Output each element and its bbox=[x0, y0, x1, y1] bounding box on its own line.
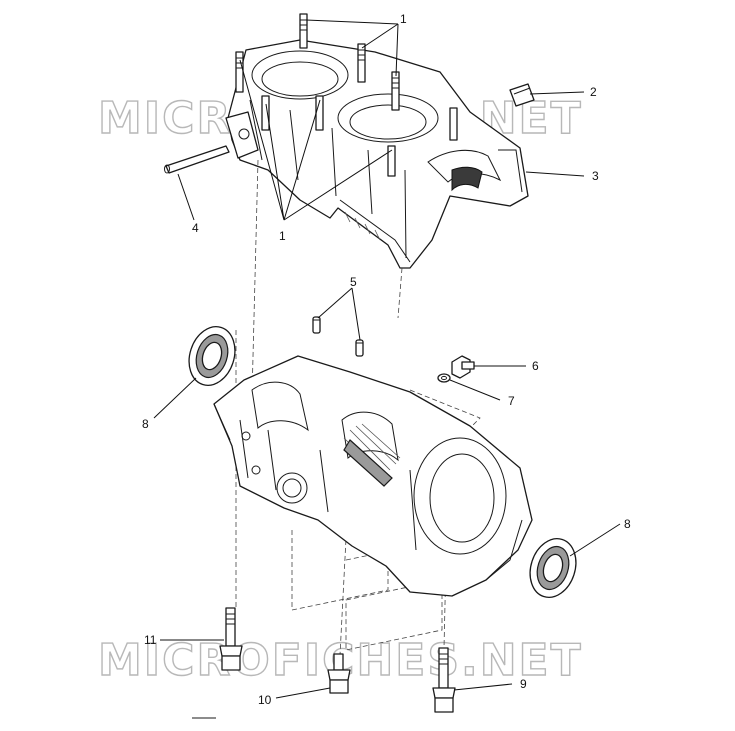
dowel-pin-icon bbox=[312, 316, 321, 334]
stud-icon bbox=[391, 71, 400, 111]
dowel-pin-icon bbox=[164, 145, 230, 174]
flange-bolt-icon bbox=[219, 607, 243, 671]
oil-seal-icon bbox=[188, 326, 236, 386]
alignment-line bbox=[397, 267, 403, 319]
upper-crankcase bbox=[225, 39, 529, 269]
callout-9: 9 bbox=[520, 677, 527, 691]
callout-8-right: 8 bbox=[624, 517, 631, 531]
stud-icon bbox=[449, 107, 458, 141]
callout-7: 7 bbox=[508, 394, 515, 408]
stud-icon bbox=[299, 13, 308, 49]
flange-bolt-icon bbox=[327, 653, 351, 694]
callout-4: 4 bbox=[192, 221, 199, 235]
stud-icon bbox=[235, 51, 244, 93]
stud-icon bbox=[387, 145, 396, 177]
washer-icon bbox=[437, 373, 451, 383]
callout-5: 5 bbox=[350, 275, 357, 289]
callout-1-bottom: 1 bbox=[279, 229, 286, 243]
callout-6: 6 bbox=[532, 359, 539, 373]
lower-crankcase bbox=[213, 355, 533, 597]
callout-11: 11 bbox=[144, 633, 157, 647]
stud-icon bbox=[357, 43, 366, 83]
callout-3: 3 bbox=[592, 169, 599, 183]
alignment-line bbox=[443, 559, 447, 649]
stud-set bbox=[235, 13, 458, 177]
callout-8-left: 8 bbox=[142, 417, 149, 431]
alignment-line bbox=[291, 520, 389, 611]
oil-seal-icon bbox=[529, 538, 577, 598]
bolt-icon bbox=[451, 355, 475, 379]
alignment-line bbox=[409, 389, 481, 439]
dowel-pin-icon bbox=[355, 339, 364, 357]
leader-lines bbox=[153, 19, 621, 699]
alignment-line bbox=[251, 159, 259, 397]
flange-bolt-icon bbox=[432, 647, 456, 713]
callout-10: 10 bbox=[258, 693, 272, 707]
bearing-clip-icon bbox=[509, 83, 535, 107]
watermark-bottom: MICROFICHES.NET bbox=[98, 635, 583, 686]
stud-icon bbox=[261, 95, 270, 131]
callout-1-top: 1 bbox=[400, 12, 407, 26]
callout-2: 2 bbox=[590, 85, 597, 99]
